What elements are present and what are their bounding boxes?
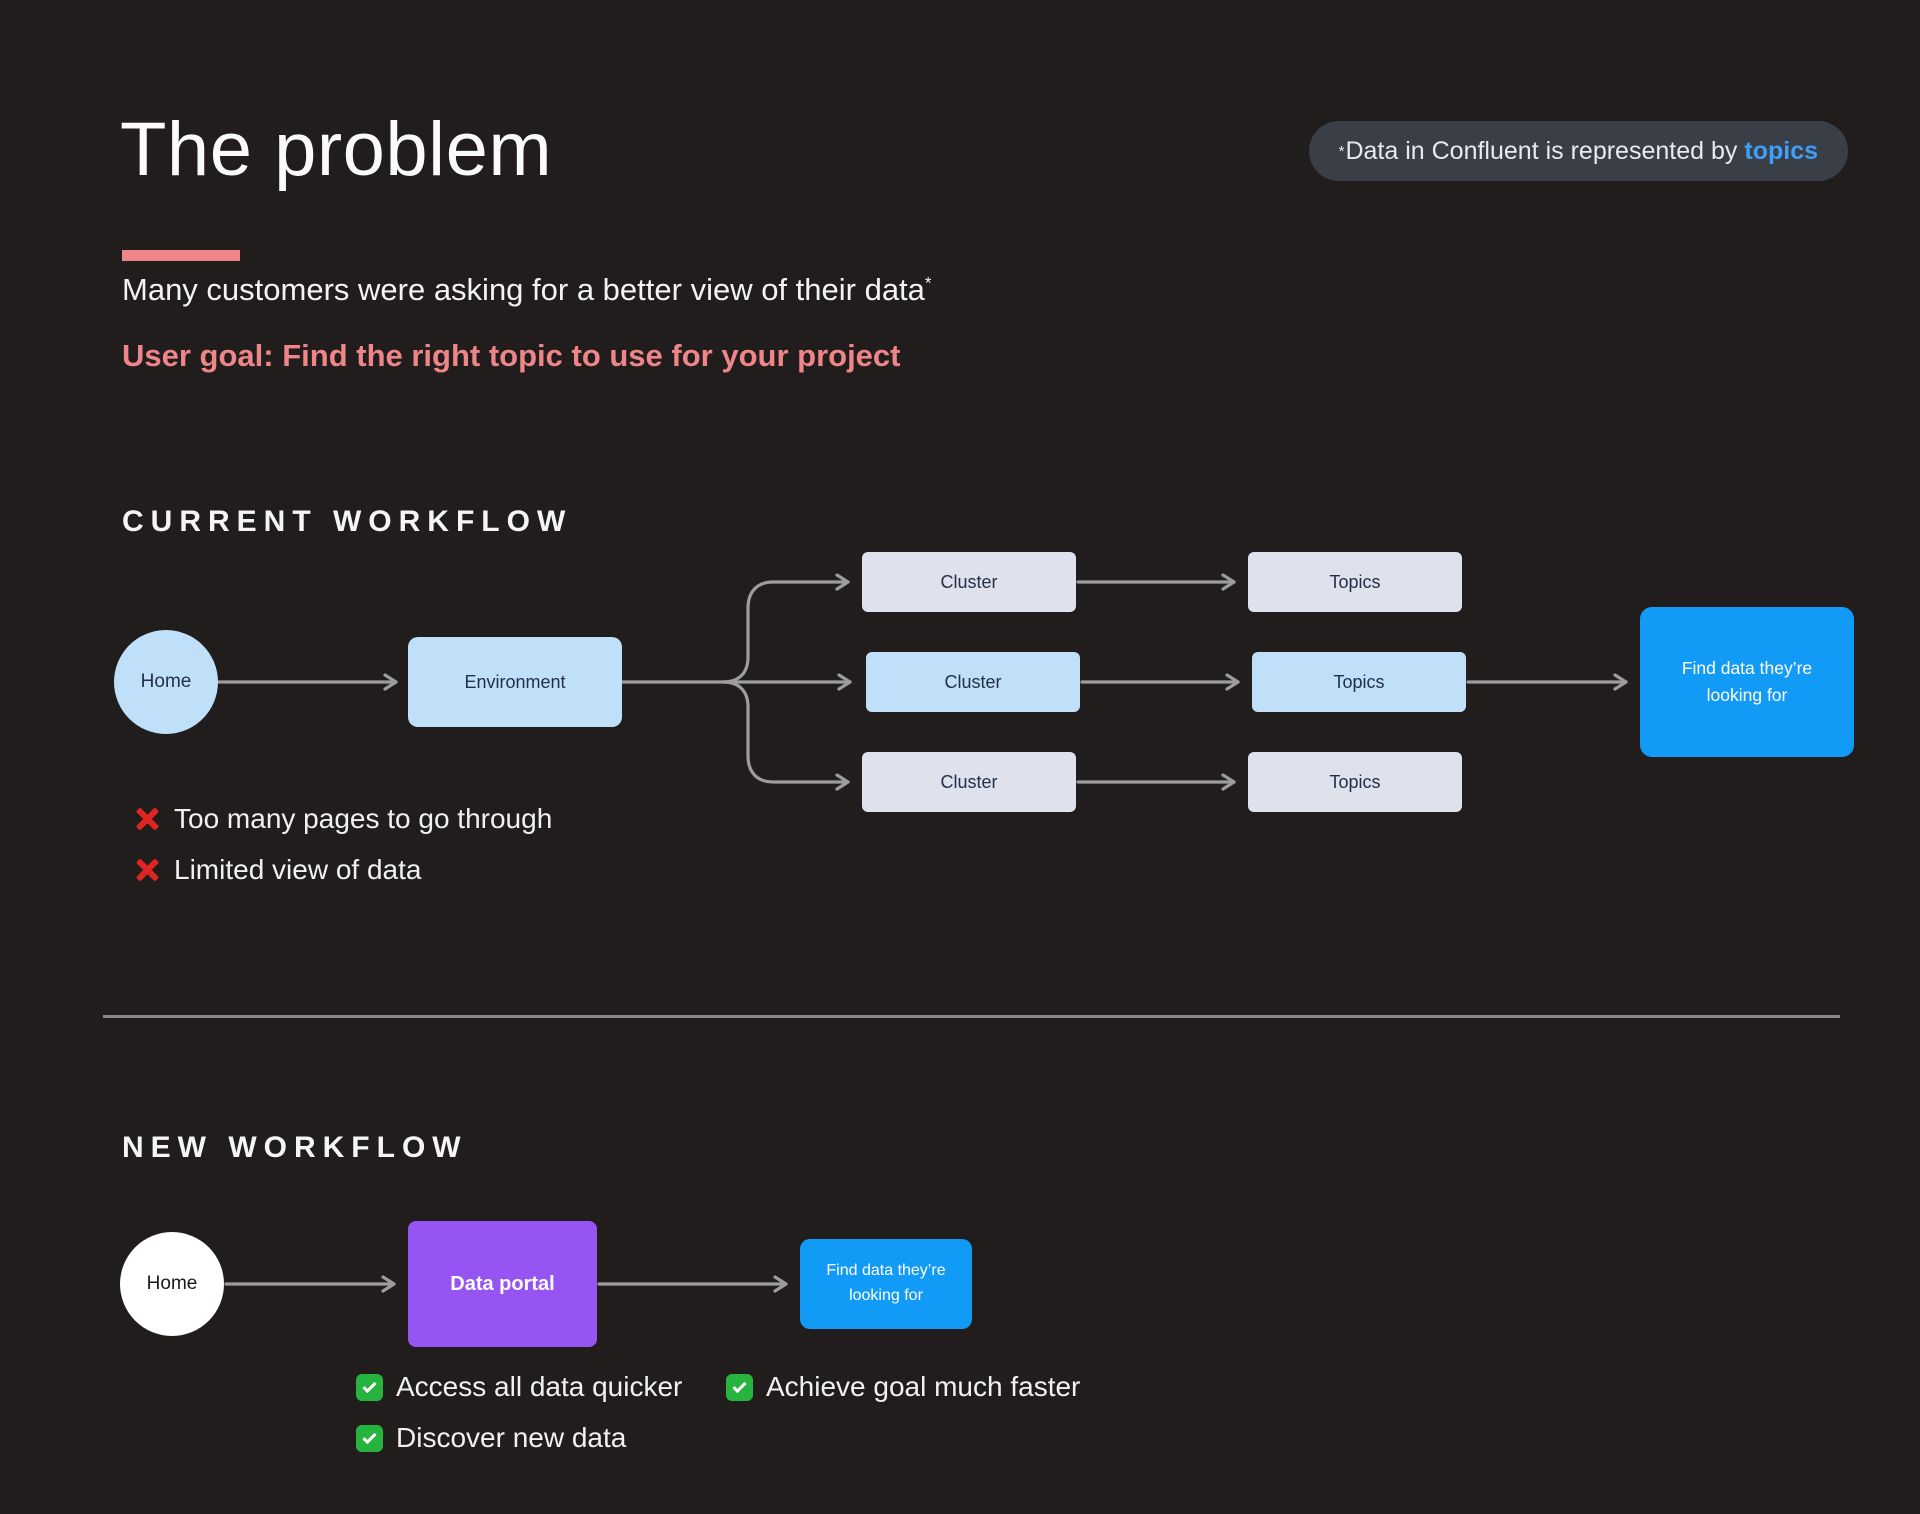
footnote-asterisk: * <box>1338 142 1345 160</box>
topics-link[interactable]: topics <box>1744 136 1818 165</box>
new-workflow-heading: NEW WORKFLOW <box>122 1131 468 1164</box>
node-cluster-2: Cluster <box>866 652 1080 712</box>
check-mark-icon <box>726 1373 753 1401</box>
goal-line-2: looking for <box>849 1287 923 1304</box>
node-home-new: Home <box>120 1232 224 1336</box>
benefit-label: Access all data quicker <box>396 1371 683 1402</box>
node-data-portal: Data portal <box>408 1221 597 1347</box>
new-workflow-benefits-right: Achieve goal much faster <box>726 1370 1080 1404</box>
benefit-label: Discover new data <box>396 1422 627 1453</box>
cross-mark-icon <box>134 857 161 884</box>
intro-user-goal: User goal: Find the right topic to use f… <box>122 338 901 373</box>
benefit-label: Achieve goal much faster <box>766 1371 1081 1402</box>
goal-line-1: Find data they’re <box>1681 657 1813 678</box>
node-cluster-1: Cluster <box>862 552 1076 612</box>
node-topics-1: Topics <box>1248 552 1462 612</box>
intro-asterisk: * <box>924 273 932 293</box>
goal-line-2: looking for <box>1706 685 1788 705</box>
intro-line-1: Many customers were asking for a better … <box>122 272 932 308</box>
goal-line-1: Find data they’re <box>826 1262 946 1280</box>
benefit-item: Achieve goal much faster <box>726 1370 1080 1404</box>
issue-label: Too many pages to go through <box>174 803 553 834</box>
check-mark-icon <box>356 1424 383 1452</box>
footnote-pill: * Data in Confluent is represented by to… <box>1308 121 1848 181</box>
check-mark-icon <box>356 1373 383 1401</box>
section-divider <box>103 1015 1840 1018</box>
cross-mark-icon <box>134 806 161 833</box>
node-goal-new: Find data they’re looking for <box>800 1239 972 1329</box>
intro-line-1-text: Many customers were asking for a better … <box>122 272 925 307</box>
issue-label: Limited view of data <box>174 854 422 885</box>
page-title: The problem <box>120 107 553 192</box>
benefit-item: Access all data quicker <box>356 1370 682 1404</box>
title-underline <box>122 250 240 261</box>
current-workflow-issues: Too many pages to go through Limited vie… <box>134 802 552 887</box>
new-workflow-benefits-left: Access all data quicker Discover new dat… <box>356 1370 682 1455</box>
node-cluster-3: Cluster <box>862 752 1076 812</box>
node-environment: Environment <box>408 637 622 727</box>
benefit-item: Discover new data <box>356 1421 682 1455</box>
issue-item: Limited view of data <box>134 853 552 887</box>
issue-item: Too many pages to go through <box>134 802 552 836</box>
footnote-text: Data in Confluent is represented by <box>1345 136 1738 165</box>
current-workflow-heading: CURRENT WORKFLOW <box>122 505 573 538</box>
node-topics-2: Topics <box>1252 652 1466 712</box>
node-topics-3: Topics <box>1248 752 1462 812</box>
node-goal-current: Find data they’re looking for <box>1640 607 1854 757</box>
node-home-current: Home <box>114 630 218 734</box>
